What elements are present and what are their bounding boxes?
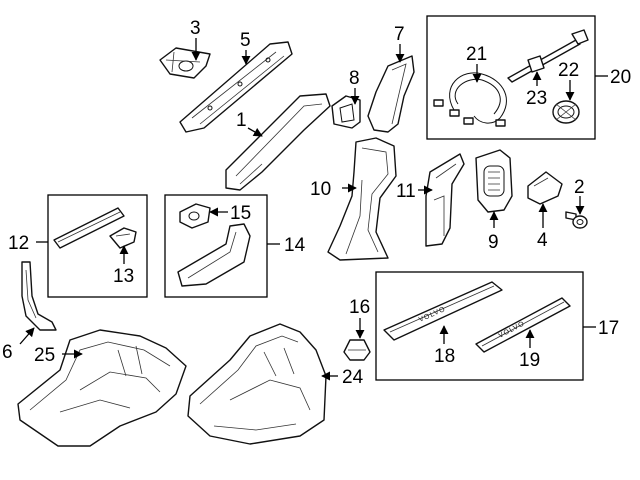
group-box-17 [375, 271, 584, 381]
callout-6: 6 [2, 342, 13, 363]
part-3-clip [159, 47, 211, 79]
callout-25: 25 [34, 345, 55, 366]
part-6-bracket [21, 261, 57, 331]
part-24-carpet-right [187, 323, 327, 445]
callout-12: 12 [8, 233, 29, 254]
part-25-carpet-left [17, 329, 187, 447]
callout-17: 17 [598, 318, 619, 339]
part-22-grommet [552, 100, 580, 124]
callout-15: 15 [230, 203, 251, 224]
part-15-clip [179, 203, 211, 229]
part-1-panel [225, 93, 331, 191]
callout-13: 13 [113, 266, 134, 287]
callout-labels: 3 5 1 8 7 10 11 9 4 2 21 22 23 20 12 13 … [2, 18, 631, 388]
callout-3: 3 [190, 18, 201, 39]
callout-21: 21 [466, 44, 487, 65]
part-18-sill-plate: VOLVO [383, 281, 503, 341]
part-23-cable-tie [507, 29, 589, 83]
part-10-b-pillar [327, 137, 397, 261]
part-5-trim-rail [179, 41, 293, 133]
callout-8: 8 [349, 68, 360, 89]
part-19-sill-plate: VOLVO [475, 297, 571, 353]
callout-7: 7 [394, 24, 405, 45]
part-7-upper-pillar [367, 55, 415, 133]
callout-1: 1 [236, 110, 247, 131]
callout-10: 10 [310, 179, 331, 200]
callout-24: 24 [342, 367, 364, 388]
part-4-small-cover [527, 171, 563, 205]
callout-4: 4 [537, 230, 548, 251]
callout-19: 19 [519, 350, 540, 371]
callout-16: 16 [349, 297, 370, 318]
callout-9: 9 [488, 232, 499, 253]
callout-2: 2 [574, 177, 585, 198]
part-13-clip [109, 227, 137, 249]
callout-5: 5 [240, 30, 251, 51]
group-box-12 [47, 194, 148, 298]
callout-20: 20 [610, 67, 631, 88]
group-box-14 [164, 194, 268, 298]
part-2-screw [565, 211, 588, 229]
callout-23: 23 [526, 88, 547, 109]
callout-22: 22 [558, 60, 579, 81]
part-8-bracket [331, 95, 361, 129]
part-14-trim [177, 223, 251, 287]
callout-11: 11 [396, 181, 416, 202]
callout-14: 14 [284, 235, 306, 256]
part-11-side-trim [425, 153, 465, 247]
leader-lines [19, 38, 608, 381]
part-12-strip [53, 207, 125, 249]
part-21-wire-harness [433, 72, 507, 127]
part-9-cover [475, 149, 513, 213]
part-16-push-clip [343, 339, 371, 361]
group-box-20 [426, 15, 596, 140]
callout-18: 18 [434, 346, 455, 367]
